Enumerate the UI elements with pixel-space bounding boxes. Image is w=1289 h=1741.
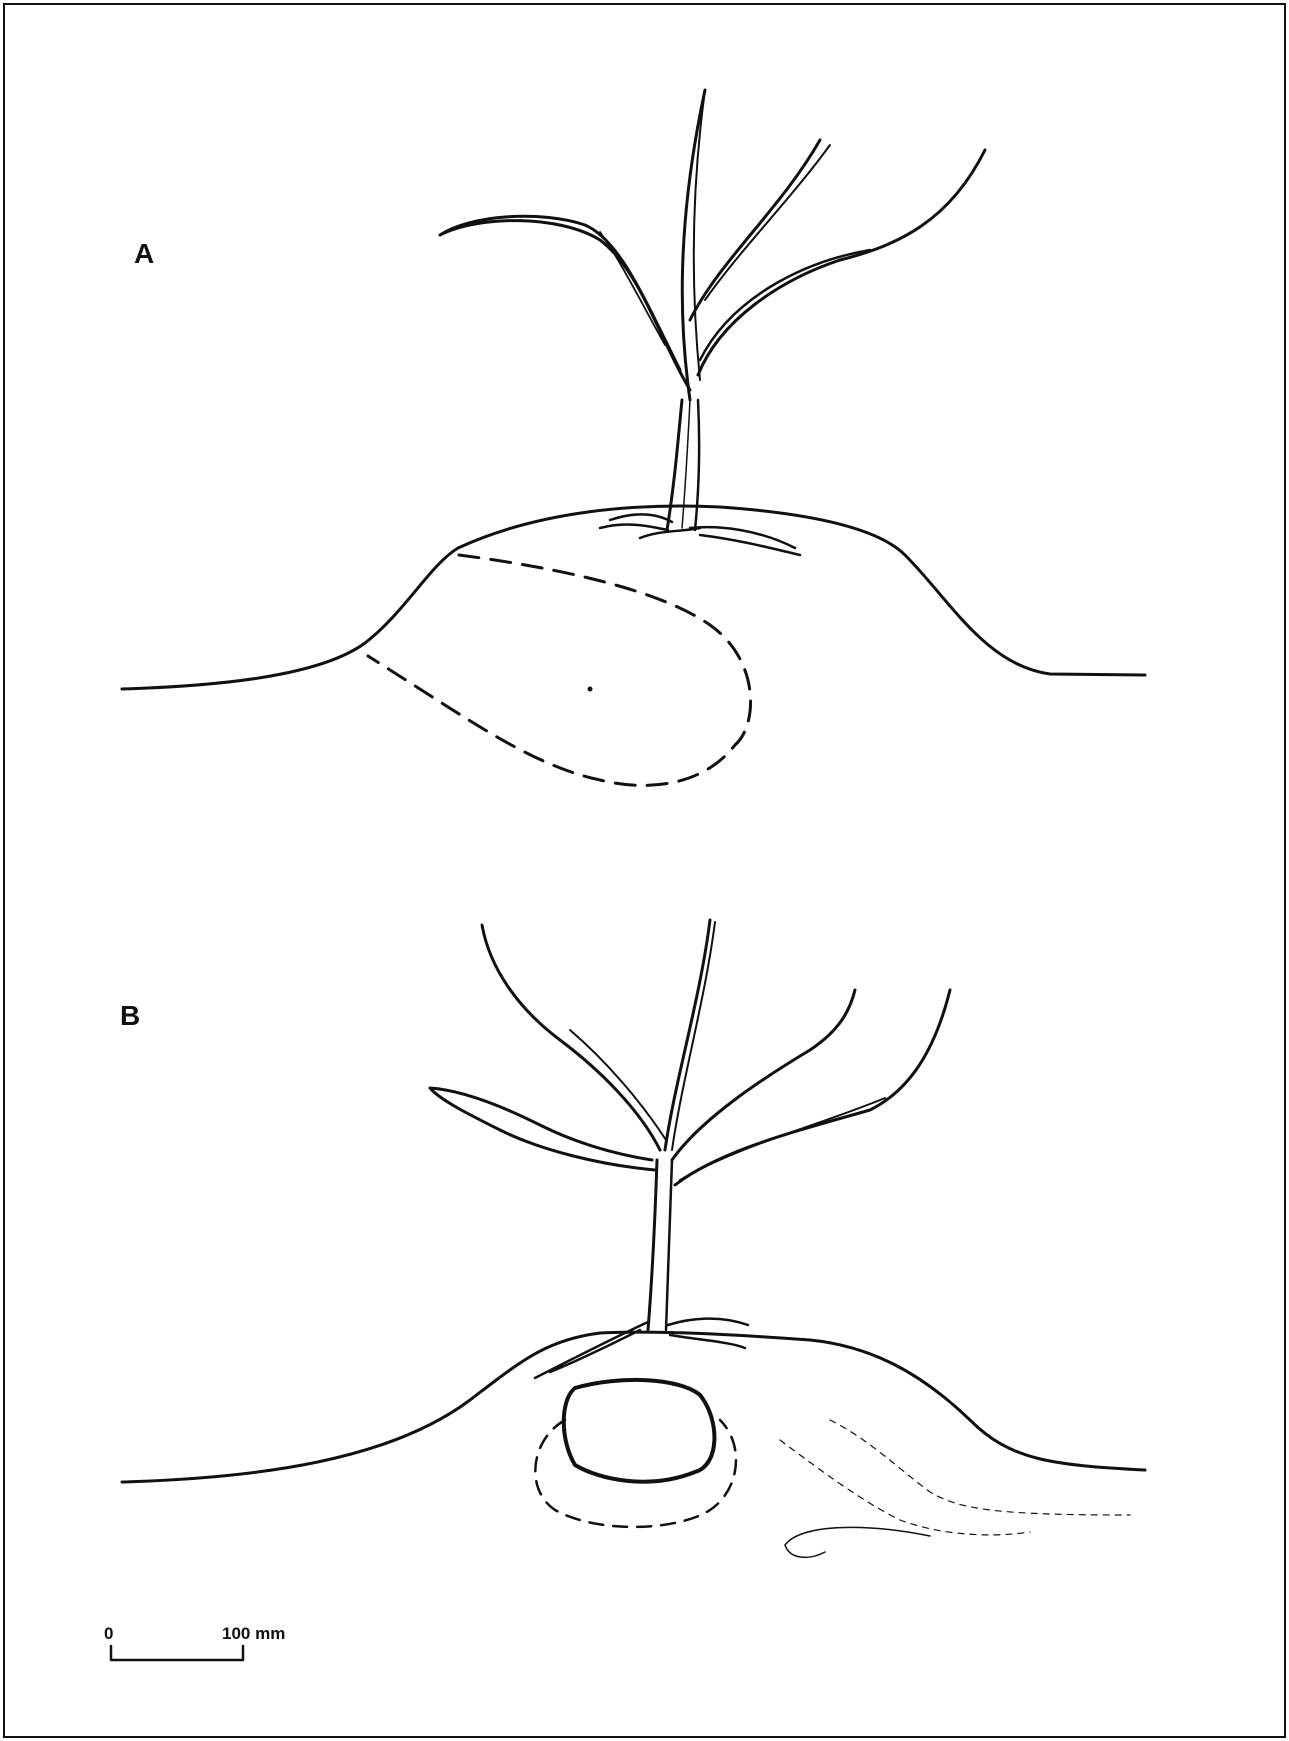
panel-b-leaf-right [672,990,855,1160]
panel-b-stem [648,1160,657,1330]
panel-b-plant [430,920,950,1378]
panel-b-roots [535,1319,748,1378]
panel-b-surface-curve [785,1527,930,1557]
panel-a-mound-outline [122,506,1145,689]
panel-b-leaf-far-right [675,990,950,1185]
panel-b-label: B [120,1000,140,1031]
panel-a-center-dot [588,687,593,692]
panel-b-contour-lines [780,1420,1130,1535]
panel-a-roots [600,514,800,555]
panel-a-leaf-right [698,150,985,375]
panel-a-leaf-left [440,216,690,390]
panel-a-stem [667,400,682,530]
panel-b-leaf-left [430,1088,655,1170]
scale-bar: 0 100 mm [104,1624,285,1660]
panel-a-plant [440,90,985,555]
panel-a-dashed-zone [368,555,751,785]
panel-a: A [122,90,1145,785]
panel-b: B [120,920,1145,1557]
scale-bar-start-label: 0 [104,1624,113,1643]
panel-a-label: A [134,238,154,269]
panel-b-mound-outline [122,1332,1145,1482]
panel-b-leaf-upper-left [482,925,660,1150]
panel-b-cavity-solid [564,1380,715,1482]
scale-bar-end-label: 100 mm [222,1624,285,1643]
panel-b-leaf-center [665,920,710,1150]
scale-bar-line [111,1646,243,1660]
